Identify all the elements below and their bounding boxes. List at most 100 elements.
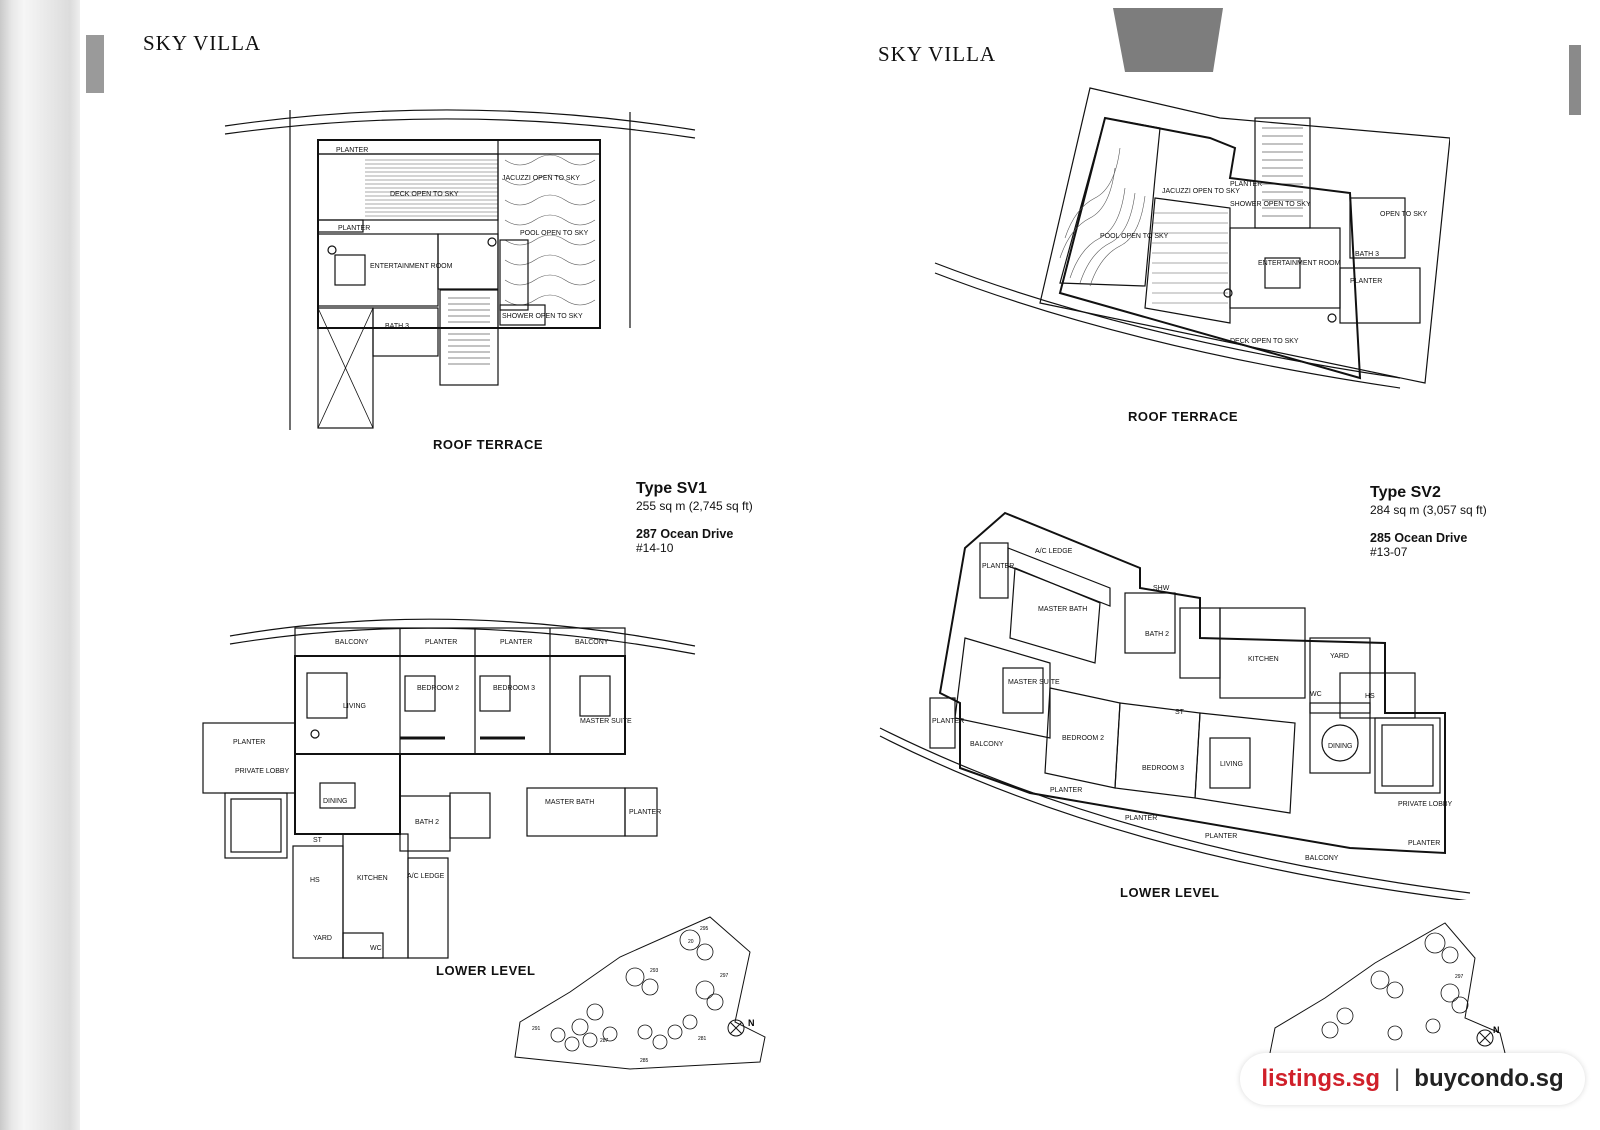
sv1-roof-label-planter-mid: PLANTER bbox=[338, 225, 370, 232]
sv1-bath3 bbox=[372, 307, 439, 357]
right-site-plan: 297 N bbox=[1269, 922, 1506, 1053]
sv2-kitchen bbox=[1219, 607, 1306, 699]
sv1-label-balcony-right: BALCONY bbox=[575, 639, 609, 646]
left-site-address-f: 285 bbox=[640, 1058, 649, 1064]
sv1-lower-level-plan: BALCONY PLANTER PLANTER BALCONY LIVING B… bbox=[202, 618, 696, 959]
sv1-private-lobby bbox=[202, 722, 296, 794]
sv2-roof-outline bbox=[1058, 116, 1362, 380]
sv2-label-master: MASTER SUITE bbox=[1008, 679, 1060, 686]
sv2-roof-label-deck: DECK OPEN TO SKY bbox=[1230, 338, 1299, 345]
sv1-label-master: MASTER SUITE bbox=[580, 718, 632, 725]
left-site-plan: 20 295 293 297 291 287 285 281 N bbox=[514, 916, 766, 1070]
sv2-roof-label-entertainment: ENTERTAINMENT ROOM bbox=[1258, 260, 1341, 267]
right-site-address: 297 bbox=[1455, 974, 1464, 980]
sv2-lower-arc-outer bbox=[879, 727, 1471, 894]
sv1-label-lobby: PRIVATE LOBBY bbox=[235, 768, 290, 775]
sv2-label-kitchen: KITCHEN bbox=[1248, 656, 1279, 663]
right-site-blocks bbox=[1321, 932, 1469, 1041]
sv1-roof-label-jacuzzi: JACUZZI OPEN TO SKY bbox=[502, 175, 580, 182]
sv2-label-living: LIVING bbox=[1220, 761, 1243, 768]
sv2-label-bath2: BATH 2 bbox=[1145, 631, 1169, 638]
sv2-label-ac: A/C LEDGE bbox=[1035, 548, 1073, 555]
sv1-stair bbox=[449, 792, 491, 839]
sv2-roof-label-pool: POOL OPEN TO SKY bbox=[1100, 233, 1169, 240]
sv1-label-balcony-left: BALCONY bbox=[335, 639, 369, 646]
sv1-roof-label-pool: POOL OPEN TO SKY bbox=[520, 230, 589, 237]
sv1-label-master-bath: MASTER BATH bbox=[545, 799, 594, 806]
sv1-lower-arc-outer bbox=[229, 618, 696, 647]
sv1-type: Type SV1 bbox=[636, 480, 707, 497]
right-lower-level-label: LOWER LEVEL bbox=[1120, 885, 1220, 900]
sv2-roof-label-bath: BATH 3 bbox=[1355, 251, 1379, 258]
sv2-label-master-bath: MASTER BATH bbox=[1038, 606, 1087, 613]
sv1-label-planter-d: PLANTER bbox=[629, 809, 661, 816]
gray-trapezoid-mark bbox=[1113, 8, 1223, 72]
page-edge-tab bbox=[1569, 45, 1581, 115]
sv2-living bbox=[1194, 712, 1296, 814]
sv2-hs bbox=[1339, 672, 1416, 719]
sv1-roof-stair bbox=[439, 289, 499, 386]
watermark-separator: | bbox=[1394, 1065, 1401, 1092]
sv2-lower-level-plan: PLANTER A/C LEDGE MASTER BATH BATH 2 SHW… bbox=[879, 511, 1471, 900]
right-north-label: N bbox=[1493, 1025, 1500, 1035]
sv2-label-balcony-bottom: BALCONY bbox=[1305, 855, 1339, 862]
sv2-label-st: ST bbox=[1175, 709, 1185, 716]
watermark-banner: listings.sg | buycondo.sg bbox=[1240, 1053, 1585, 1105]
sv2-area: 284 sq m (3,057 sq ft) bbox=[1370, 503, 1487, 517]
sv2-label-planter-c: PLANTER bbox=[1125, 815, 1157, 822]
sv1-label-kitchen: KITCHEN bbox=[357, 875, 388, 882]
sv1-label-living: LIVING bbox=[343, 703, 366, 710]
sv2-address: 285 Ocean Drive bbox=[1370, 531, 1468, 545]
sv1-kitchen bbox=[342, 833, 409, 959]
left-roof-terrace-label: ROOF TERRACE bbox=[433, 437, 543, 452]
left-site-address: 295 bbox=[700, 926, 709, 932]
watermark-listings[interactable]: listings.sg bbox=[1261, 1065, 1381, 1092]
left-site-address-g: 281 bbox=[698, 1036, 707, 1042]
left-site-address-b: 293 bbox=[650, 968, 659, 974]
sv1-roof-label-deck: DECK OPEN TO SKY bbox=[390, 191, 459, 198]
sv2-label-bedroom3: BEDROOM 3 bbox=[1142, 765, 1184, 772]
sv1-lift bbox=[224, 792, 288, 859]
sv1-roof-label-planter-top: PLANTER bbox=[336, 147, 368, 154]
sv2-deck bbox=[1144, 197, 1231, 324]
watermark-buycondo[interactable]: buycondo.sg bbox=[1414, 1065, 1564, 1092]
sv1-info: Type SV1 255 sq m (2,745 sq ft) 287 Ocea… bbox=[636, 480, 753, 555]
sv1-roof-arc-inner bbox=[224, 118, 696, 139]
sv1-roof-label-entertainment: ENTERTAINMENT ROOM bbox=[370, 263, 453, 270]
left-site-address-e: 287 bbox=[600, 1038, 609, 1044]
sv2-roof-stair bbox=[1254, 117, 1311, 229]
sv1-roof-void bbox=[317, 307, 374, 429]
sv2-roof-label-jacuzzi: JACUZZI OPEN TO SKY bbox=[1162, 188, 1240, 195]
sv2-info: Type SV2 284 sq m (3,057 sq ft) 285 Ocea… bbox=[1370, 484, 1487, 559]
sv2-label-balcony-left: BALCONY bbox=[970, 741, 1004, 748]
left-north-compass bbox=[727, 1019, 745, 1037]
sv2-label-dining: DINING bbox=[1328, 743, 1353, 750]
left-site-address-c: 297 bbox=[720, 973, 729, 979]
sv1-label-planter-b: PLANTER bbox=[500, 639, 532, 646]
right-roof-terrace-label: ROOF TERRACE bbox=[1128, 409, 1238, 424]
sv2-roof-label-planter-b: PLANTER bbox=[1350, 278, 1382, 285]
sv1-label-planter-a: PLANTER bbox=[425, 639, 457, 646]
sv2-master-bath bbox=[1009, 567, 1101, 664]
left-site-address-d: 291 bbox=[532, 1026, 541, 1032]
sv1-address: 287 Ocean Drive bbox=[636, 527, 734, 541]
sv2-label-planter-d: PLANTER bbox=[1205, 833, 1237, 840]
left-site-blocks bbox=[550, 929, 724, 1052]
sv1-label-hs: HS bbox=[310, 877, 320, 884]
sv2-label-planter-a: PLANTER bbox=[982, 563, 1014, 570]
right-north-compass bbox=[1476, 1029, 1494, 1047]
spine-marker bbox=[86, 35, 104, 93]
sv2-label-planter-f: PLANTER bbox=[932, 718, 964, 725]
sv1-roof-label-bath: BATH 3 bbox=[385, 323, 409, 330]
sv1-bedroom-wing bbox=[294, 655, 626, 755]
right-section-title: SKY VILLA bbox=[878, 42, 997, 66]
sv1-dining bbox=[294, 753, 401, 835]
sv2-label-yard: YARD bbox=[1330, 653, 1349, 660]
sv1-unit: #14-10 bbox=[636, 541, 674, 555]
sv1-label-bedroom2: BEDROOM 2 bbox=[417, 685, 459, 692]
sv2-bath3 bbox=[1349, 197, 1406, 259]
sv2-unit: #13-07 bbox=[1370, 545, 1408, 559]
sv1-roof-terrace-plan: PLANTER PLANTER DECK OPEN TO SKY JACUZZI… bbox=[224, 109, 696, 430]
left-site-block-label: 20 bbox=[688, 939, 694, 945]
sv2-roof-label-shower: SHOWER OPEN TO SKY bbox=[1230, 201, 1311, 208]
